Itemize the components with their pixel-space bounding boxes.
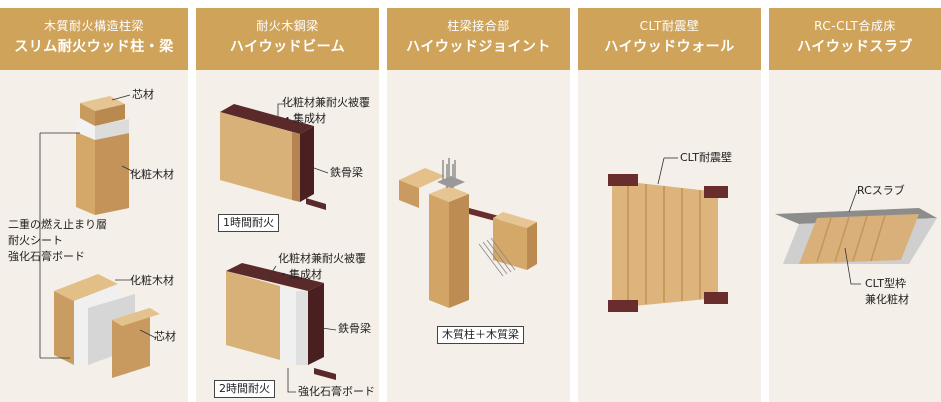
panel-title: ハイウッドビーム (229, 39, 346, 55)
hiwood-wall-illustration (608, 157, 728, 312)
panel-slim-wood-column: 木質耐火構造柱梁 スリム耐火ウッド柱・梁 芯材 化粧木材 二重の燃え止まり層 耐… (0, 8, 188, 402)
label-steel-bottom: 鉄骨梁 (338, 322, 371, 335)
panel-title: ハイウッドジョイント (406, 39, 551, 55)
label-core-top: 芯材 (132, 88, 154, 101)
label-finish-top: 化粧木材 (130, 168, 174, 181)
panel-subtitle: 耐火木鋼梁 (256, 19, 319, 33)
panel-hiwood-wall: CLT耐震壁 ハイウッドウォール CLT耐震壁 (578, 8, 761, 402)
badge-1h-fire-rating: 1時間耐火 (218, 214, 279, 232)
label-clt-form-1: CLT型枠 (865, 277, 907, 290)
panel-header: 木質耐火構造柱梁 スリム耐火ウッド柱・梁 (0, 8, 188, 70)
label-cover-top-1: 化粧材兼耐火被覆 (282, 96, 370, 109)
label-gypsum-board: 強化石膏ボード (298, 385, 375, 398)
panel-subtitle: 木質耐火構造柱梁 (43, 19, 144, 33)
label-steel-top: 鉄骨梁 (330, 166, 363, 179)
panel-subtitle: RC-CLT合成床 (814, 19, 896, 33)
panel-header: 耐火木鋼梁 ハイウッドビーム (196, 8, 379, 70)
panel-hiwood-beam: 耐火木鋼梁 ハイウッドビーム 化粧材兼耐火被覆 ・集成材 鉄骨梁 1時間耐火 化… (196, 8, 379, 402)
panel-header: CLT耐震壁 ハイウッドウォール (578, 8, 761, 70)
label-clt-wall: CLT耐震壁 (680, 151, 733, 164)
badge-2h-fire-rating: 2時間耐火 (214, 380, 275, 398)
hiwood-slab-illustration (775, 189, 937, 285)
panel-header: RC-CLT合成床 ハイウッドスラブ (769, 8, 941, 70)
label-core-bottom: 芯材 (154, 330, 176, 343)
panel-title: ハイウッドウォール (604, 39, 735, 55)
slim-wood-illustration (39, 94, 160, 378)
label-rc-slab: RCスラブ (857, 184, 905, 197)
panel-title: スリム耐火ウッド柱・梁 (14, 39, 174, 55)
label-cover-top-2: ・集成材 (282, 112, 326, 125)
label-layers-1: 二重の燃え止まり層 (8, 218, 107, 231)
panel-subtitle: 柱梁接合部 (447, 19, 510, 33)
panel-subtitle: CLT耐震壁 (639, 19, 700, 33)
panel-header: 柱梁接合部 ハイウッドジョイント (387, 8, 570, 70)
hiwood-beam-illustration (220, 103, 337, 393)
hiwood-joint-illustration (399, 158, 537, 308)
label-clt-form-2: 兼化粧材 (865, 293, 909, 306)
caption-wood-column-beam: 木質柱＋木質梁 (437, 326, 524, 344)
panel-hiwood-slab: RC-CLT合成床 ハイウッドスラブ RCスラブ CLT型枠 兼化粧材 (769, 8, 941, 402)
panel-hiwood-joint: 柱梁接合部 ハイウッドジョイント 木質柱＋木 (387, 8, 570, 402)
panel-title: ハイウッドスラブ (797, 39, 913, 55)
label-layers-2: 耐火シート (8, 234, 63, 247)
label-cover-bottom-1: 化粧材兼耐火被覆 (278, 252, 366, 265)
label-layers-3: 強化石膏ボード (8, 250, 85, 263)
label-finish-bottom: 化粧木材 (130, 274, 174, 287)
label-cover-bottom-2: ・集成材 (278, 268, 322, 281)
